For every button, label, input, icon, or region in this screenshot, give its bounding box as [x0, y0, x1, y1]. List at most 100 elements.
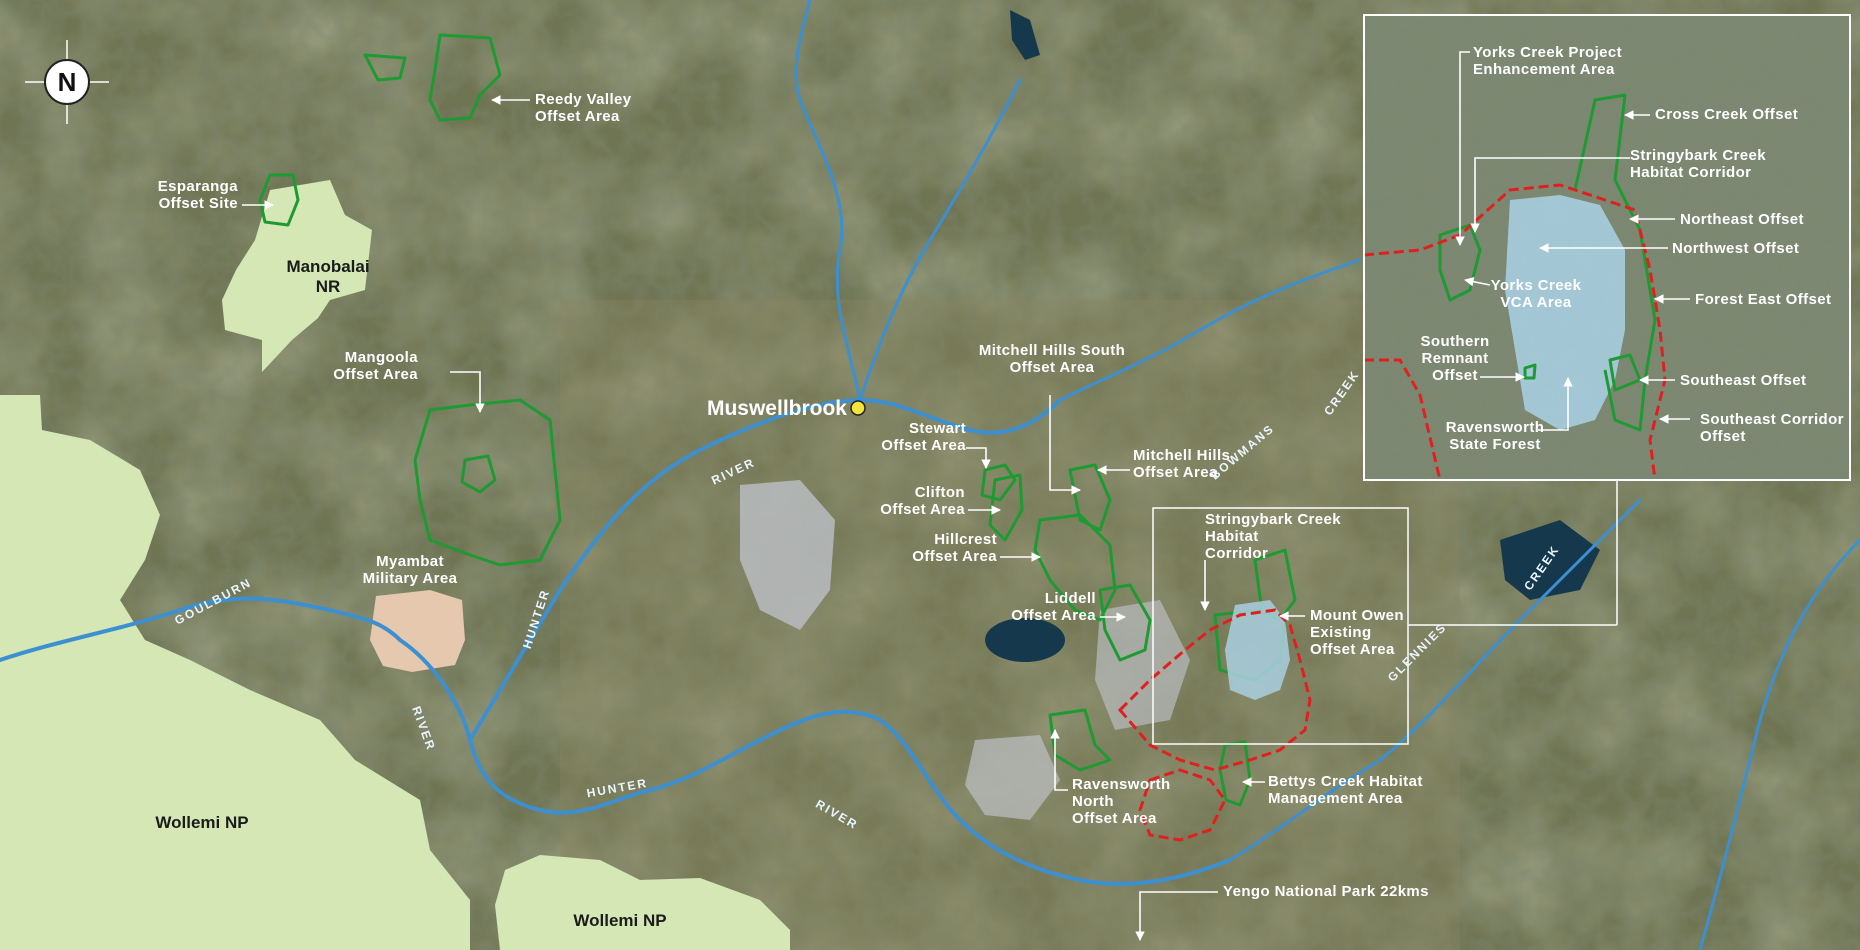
inset-offset-label: Cross Creek Offset	[1655, 106, 1798, 123]
leader-arrows	[242, 51, 1690, 941]
arrow-yorks-vca	[1464, 276, 1491, 287]
inset-offset-label-line: Enhancement Area	[1473, 61, 1615, 78]
hunter-river-north-line	[468, 398, 1062, 742]
offset-label-line: Offset Area	[1310, 641, 1395, 658]
military-area-label-line: Myambat	[376, 553, 444, 570]
arrow-yorks-enhancement	[1455, 51, 1470, 246]
arrow-mangoola	[450, 371, 485, 413]
offset-label-line: Offset Site	[159, 195, 238, 212]
inset-offset-label-line: Southern	[1420, 333, 1489, 350]
mount-owen-project-boundary	[1117, 608, 1312, 772]
north-arrow-label: N	[58, 67, 77, 97]
offset-outlines	[258, 33, 1297, 807]
offset-label-line: Liddell	[1045, 590, 1096, 607]
inset-offset-label-line: Remnant	[1422, 350, 1489, 367]
inset-offset-label-line: Stringybark Creek	[1630, 147, 1766, 164]
mine-site-east	[1095, 600, 1190, 730]
hunter-river-upper-line	[398, 638, 1232, 886]
wollemi-np-area-east	[495, 855, 790, 950]
inset-existing-offset-fill	[1505, 195, 1625, 430]
offset-label-line: Stewart	[909, 420, 966, 437]
offset-label-line: Esparanga	[158, 178, 239, 195]
park-label-line: Wollemi NP	[155, 813, 248, 832]
offset-label-line: Hillcrest	[934, 531, 997, 548]
muswellbrook-town-label: Muswellbrook	[707, 397, 847, 420]
park-label-line: Wollemi NP	[573, 911, 666, 930]
inset-offset-label-line: Yorks Creek	[1491, 277, 1582, 294]
mine-site-bengalla	[740, 480, 835, 630]
liddell-outline	[1098, 583, 1152, 662]
offset-label-line: Offset Area	[881, 437, 966, 454]
arrow-ravensworth-sf	[1538, 377, 1573, 431]
inset-offset-label: Forest East Offset	[1695, 291, 1831, 308]
offset-label-line: Management Area	[1268, 790, 1403, 807]
inset-locator-box	[1152, 507, 1409, 745]
offset-label-line: Ravensworth	[1072, 776, 1171, 793]
offset-label-line: Mount Owen	[1310, 607, 1404, 624]
offset-label-line: Yengo National Park 22kms	[1223, 883, 1429, 900]
inset-offset-label-line: Northeast Offset	[1680, 211, 1804, 228]
inset-frame	[1363, 14, 1851, 481]
reedy-valley-outline	[428, 33, 502, 122]
park-label: Wollemi NP	[573, 911, 666, 930]
bowmans-creek-line	[1058, 258, 1362, 402]
wollemi-np-area-west	[0, 395, 470, 950]
offset-label-line: Habitat	[1205, 528, 1259, 545]
arrow-stringybark-inset	[1470, 157, 1630, 233]
offset-label-line: North	[1072, 793, 1114, 810]
mitchell-hills-outline	[1068, 463, 1112, 532]
inset-offset-label-line: Forest East Offset	[1695, 291, 1831, 308]
inset-green-outlines	[1438, 93, 1657, 432]
arrow-stewart	[966, 447, 991, 469]
offset-label-line: Mitchell Hills	[1133, 447, 1230, 464]
muswellbrook-creek-line	[794, 0, 862, 402]
offset-label-line: Bettys Creek Habitat	[1268, 773, 1423, 790]
offset-label-line: Stringybark Creek	[1205, 511, 1341, 528]
ravensworth-boundary	[1138, 768, 1227, 842]
glennies-creek-line	[1228, 498, 1642, 862]
north-arrow-circle	[44, 59, 90, 105]
offset-label: Yengo National Park 22kms	[1223, 883, 1429, 900]
mine-site-south	[965, 735, 1060, 820]
inset-offset-label-line: Offset	[1432, 367, 1478, 384]
red-project-boundaries	[1117, 608, 1312, 842]
inset-offset-label-line: Cross Creek Offset	[1655, 106, 1798, 123]
reedy-valley-outline-small	[363, 53, 407, 82]
arrow-mitchell-hills-south	[1049, 395, 1081, 495]
inset-offset-label: Southeast Offset	[1680, 372, 1806, 389]
glennies-creek-dam	[1500, 520, 1600, 600]
offset-label-line: Offset Area	[1133, 464, 1218, 481]
offset-label-line: Offset Area	[535, 108, 620, 125]
offset-label-line: Offset Area	[333, 366, 418, 383]
park-label: Wollemi NP	[155, 813, 248, 832]
muswellbrook-town-marker	[850, 400, 866, 416]
offset-label-line: Mangoola	[345, 349, 418, 366]
inset-red-boundary	[1363, 183, 1667, 481]
inset-offset-label-line: State Forest	[1449, 436, 1541, 453]
north-arrow: N	[25, 40, 109, 124]
offset-label-line: Reedy Valley	[535, 91, 632, 108]
clifton-outline	[988, 473, 1024, 542]
offset-label-line: Offset Area	[912, 548, 997, 565]
offset-label-line: Offset Area	[1072, 810, 1157, 827]
military-area-label-line: Military Area	[363, 570, 458, 587]
offset-label-line: Offset Area	[880, 501, 965, 518]
offset-label-line: Clifton	[915, 484, 965, 501]
northern-creek-line	[858, 78, 1022, 402]
east-river-line	[1698, 538, 1860, 950]
